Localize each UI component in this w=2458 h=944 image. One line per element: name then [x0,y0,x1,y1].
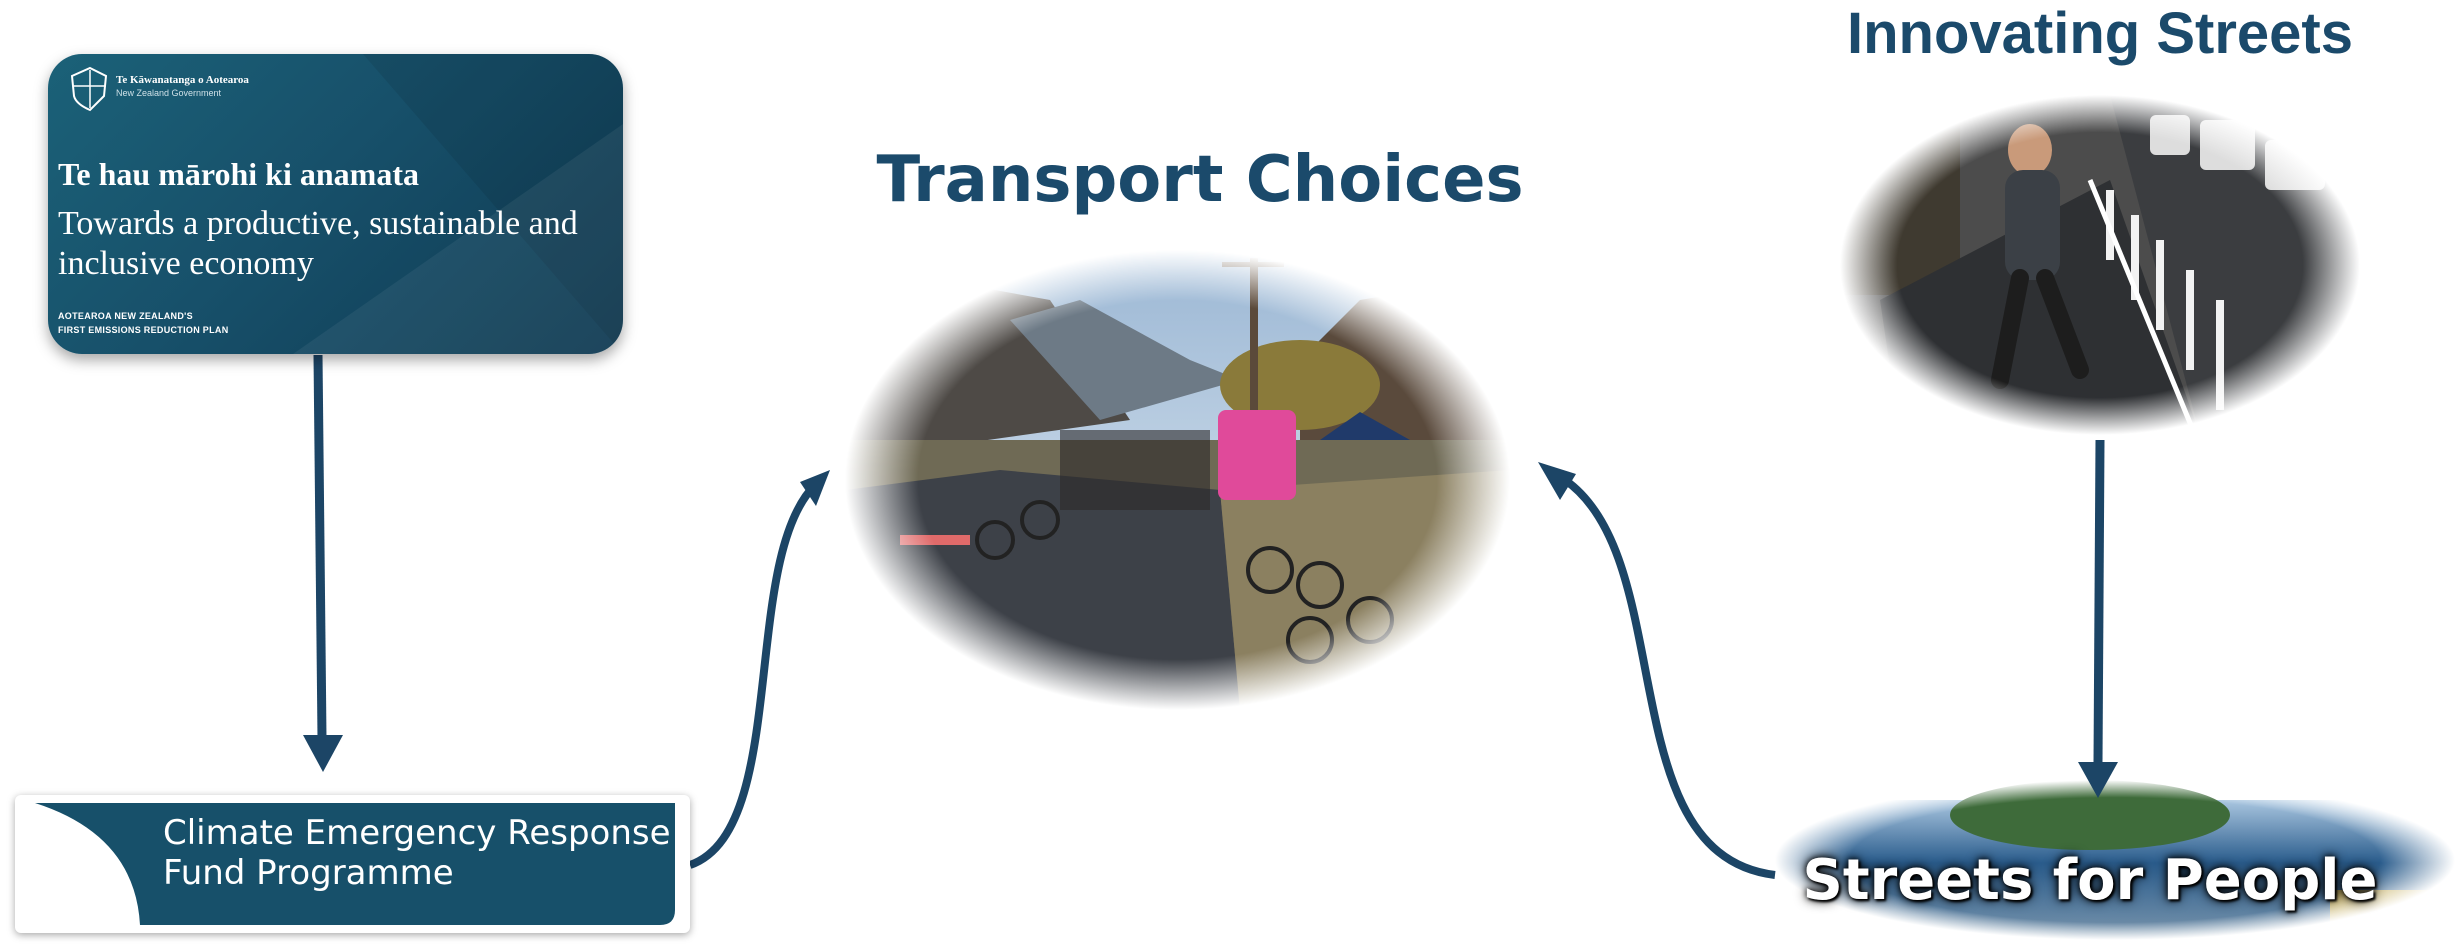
erp-footer-line2: FIRST EMISSIONS REDUCTION PLAN [58,325,229,335]
erp-title-maori: Te hau mārohi ki anamata [58,156,419,192]
government-name: Te Kāwanatanga o Aotearoa [116,74,249,86]
streets-for-people-label: Streets for People [1802,848,2378,913]
emissions-reduction-plan-card: Te Kāwanatanga o Aotearoa New Zealand Go… [48,54,623,354]
arrow-cerf-to-transport [688,470,830,869]
arrow-innovating-to-sfp [2078,439,2118,798]
cerf-card: Climate Emergency Response Fund Programm… [15,795,690,933]
streets-for-people-photo [1775,780,2455,940]
cerf-label: Climate Emergency Response Fund Programm… [163,813,671,893]
transport-choices-title: Transport Choices [876,143,1524,217]
innovating-streets-photo [1840,95,2360,436]
transport-choices-photo [845,250,1510,710]
erp-subtitle: Towards a productive, sustainable and in… [58,205,578,282]
arrow-erp-to-cerf [303,354,343,772]
arrow-sfp-to-transport [1538,462,1776,879]
erp-footer-line1: AOTEAROA NEW ZEALAND'S [58,311,193,321]
government-subtitle: New Zealand Government [116,88,222,98]
cerf-banner-shape [35,803,675,925]
coat-of-arms-icon [70,66,108,112]
innovating-streets-title: Innovating Streets [1847,1,2353,66]
